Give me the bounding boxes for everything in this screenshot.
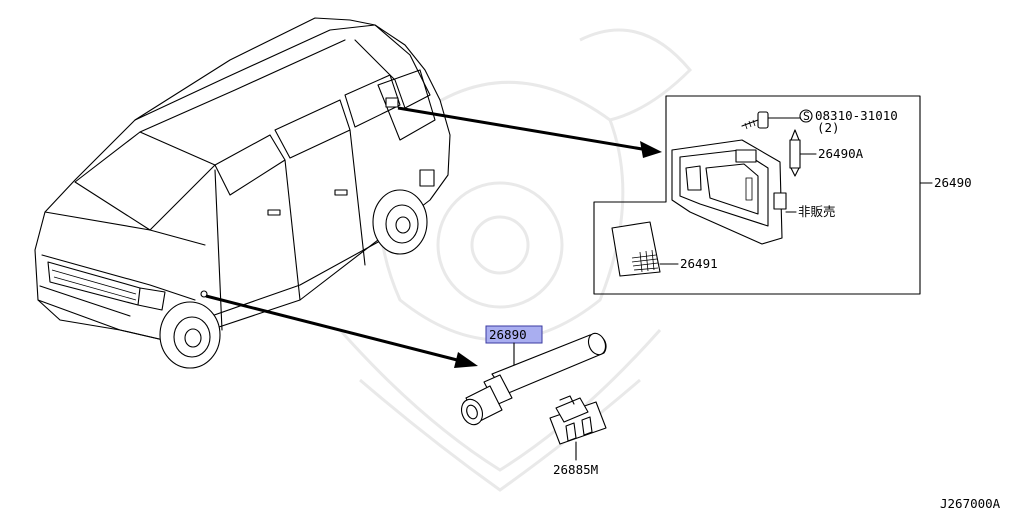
callout-arrows xyxy=(205,106,662,368)
room-lamp-detail-box: S 08310-31010 (2) 26490A 非販売 26491 xyxy=(593,95,933,295)
label-not-sold: 非販売 xyxy=(798,204,836,219)
label-assembly: 26490 xyxy=(934,175,972,190)
standard-part-letter: S xyxy=(803,109,810,123)
bulb-part xyxy=(789,129,801,177)
cylinder-lamp-part xyxy=(460,332,607,426)
label-bulb: 26490A xyxy=(818,146,864,161)
clip-part xyxy=(549,395,607,445)
lens-part xyxy=(611,221,661,277)
label-highlighted-part[interactable]: 26890 xyxy=(489,327,527,342)
label-lens: 26491 xyxy=(680,256,718,271)
label-screw-qty: (2) xyxy=(817,120,840,135)
standard-part-symbol xyxy=(799,109,813,123)
label-screw-part: 08310-31010 xyxy=(815,108,898,123)
diagram-code: J267000A xyxy=(940,496,1001,511)
label-clip: 26885M xyxy=(553,462,598,477)
screw-part xyxy=(741,111,769,130)
highlighted-part-callout[interactable]: 26890 xyxy=(485,325,543,344)
van-illustration xyxy=(34,17,451,369)
